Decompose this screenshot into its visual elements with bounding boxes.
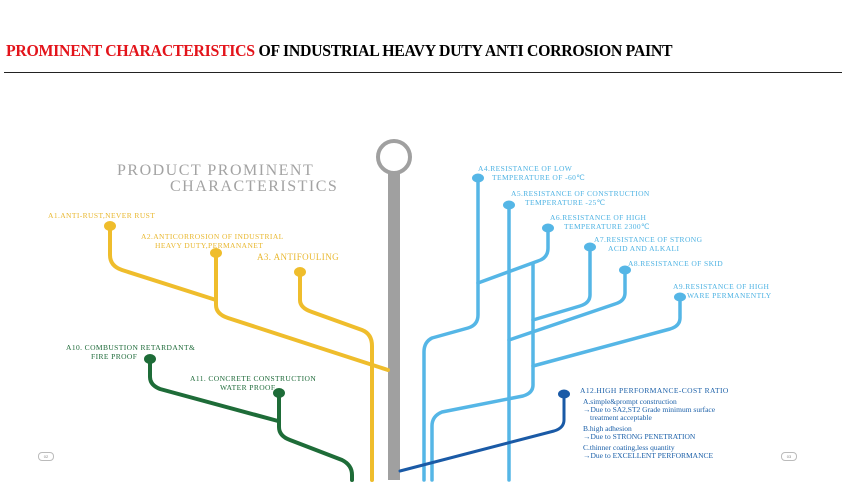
page-number-right: 03 xyxy=(781,452,797,461)
detail-c: C.thinner coating,less quantity →Due to … xyxy=(583,443,714,460)
page-number-left: 02 xyxy=(38,452,54,461)
detail-b: B.high adhesion →Due to STRONG PENETRATI… xyxy=(583,424,696,441)
heading-line2: CHARACTERISTICS xyxy=(170,178,339,195)
label-a10: A10. COMBUSTION RETARDANT&FIRE PROOF xyxy=(66,343,196,361)
label-a12: A12.HIGH PERFORMANCE-COST RATIO xyxy=(580,386,729,395)
label-a3: A3. ANTIFOULING xyxy=(257,252,339,262)
diagram-heading: PRODUCT PROMINENT CHARACTERISTICS xyxy=(117,163,338,195)
detail-a: A.simple&prompt construction →Due to SA2… xyxy=(583,397,716,422)
trunk xyxy=(376,139,412,480)
heading-line1: PRODUCT PROMINENT xyxy=(117,162,315,179)
label-a1: A1.ANTI-RUST,NEVER RUST xyxy=(48,211,156,220)
green-branches xyxy=(144,354,354,482)
dark-blue-branch xyxy=(398,389,570,473)
label-a8: A8.RESISTANCE OF SKID xyxy=(628,259,724,268)
title-rest: OF INDUSTRIAL HEAVY DUTY ANTI CORROSION … xyxy=(254,41,673,60)
performance-details: A.simple&prompt construction →Due to SA2… xyxy=(583,398,715,463)
title-divider xyxy=(4,72,842,73)
yellow-branches xyxy=(104,221,390,482)
title-highlight: PROMINENT CHARACTERISTICS xyxy=(6,41,255,60)
page-title: PROMINENT CHARACTERISTICS OF INDUSTRIAL … xyxy=(6,41,673,61)
light-blue-branches xyxy=(422,173,686,482)
